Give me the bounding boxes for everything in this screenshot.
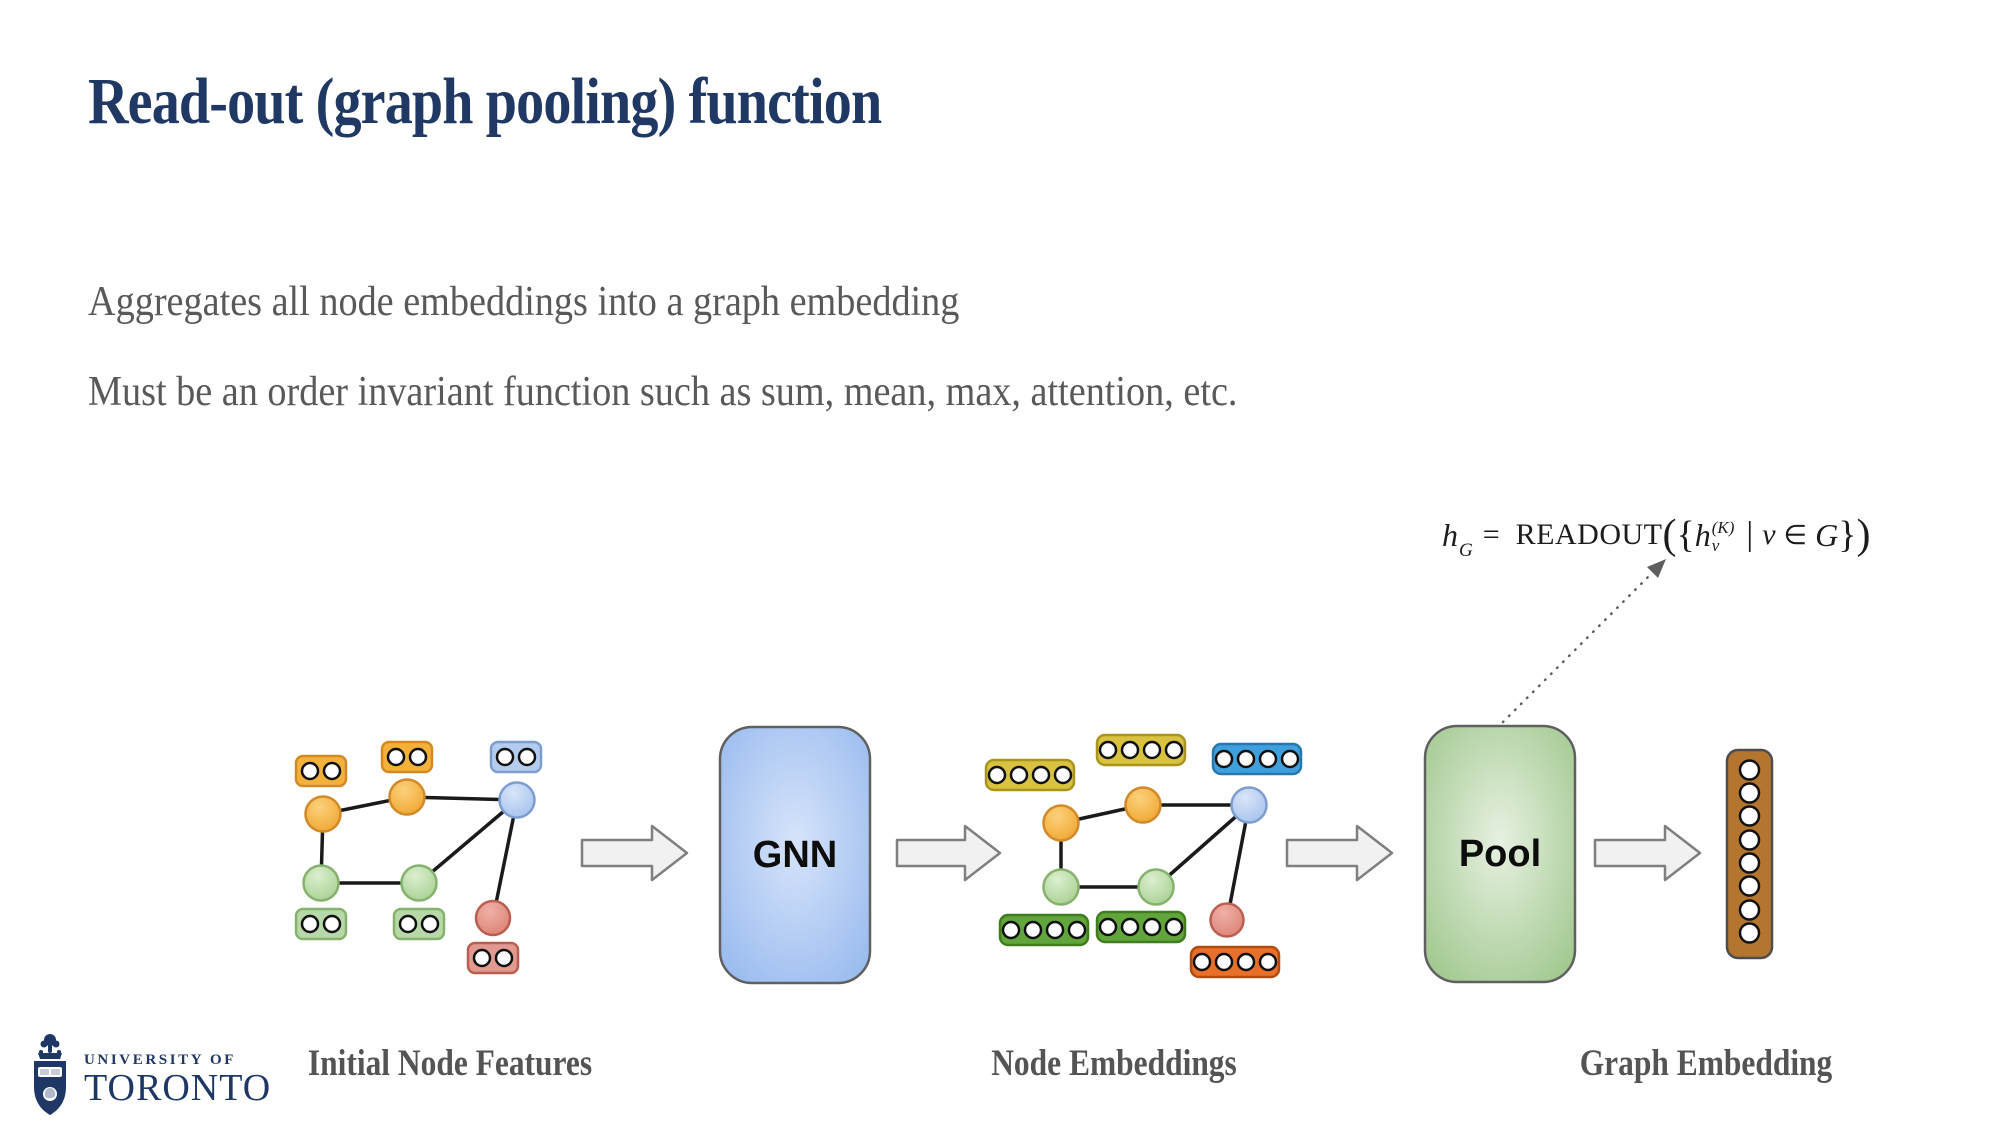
formula-open-brace: { <box>1676 514 1695 556</box>
page-title: Read-out (graph pooling) function <box>88 65 882 138</box>
embedding-box-green <box>998 913 1090 947</box>
uoft-logo: UNIVERSITY OF TORONTO <box>28 1032 271 1124</box>
uoft-crest-icon <box>34 1034 66 1115</box>
dotted-arrow-icon <box>1501 559 1666 724</box>
graph-edge <box>491 798 519 920</box>
initial-graph <box>294 740 543 975</box>
flow-arrow-icon <box>1285 824 1394 882</box>
feature-box-red <box>466 941 520 975</box>
graph-node-green <box>302 864 340 902</box>
graph-node-orange <box>1124 786 1162 824</box>
embedding-box-orange <box>1189 945 1281 979</box>
flow-arrow-icon <box>1593 824 1702 882</box>
formula-equals: = <box>1482 518 1500 551</box>
embedding-graph <box>984 733 1303 979</box>
graph-embedding-vector <box>1725 748 1774 960</box>
graph-node-green <box>1137 868 1175 906</box>
formula-open-paren: ( <box>1662 512 1677 558</box>
graph-node-green <box>1042 868 1080 906</box>
formula-h-sub: G <box>1459 540 1473 561</box>
formula-element-of: ∈ <box>1783 519 1808 550</box>
embedding-box-yellow <box>984 758 1076 792</box>
formula-hv-sup: (K) <box>1711 518 1735 538</box>
uoft-logo-line1: UNIVERSITY OF <box>84 1052 237 1068</box>
graph-edge <box>417 798 519 885</box>
feature-box-green <box>294 907 348 941</box>
flow-arrow-icon <box>580 824 689 882</box>
pool-label: Pool <box>1459 833 1541 875</box>
gnn-box: GNN <box>718 725 872 985</box>
graph-node-orange <box>304 795 342 833</box>
pool-box: Pool <box>1423 724 1577 984</box>
formula-hv-sub: v <box>1711 536 1720 555</box>
graph-node-green <box>400 864 438 902</box>
feature-box-orange <box>380 740 434 774</box>
formula-close-paren: ) <box>1856 512 1871 558</box>
graph-node-blue <box>1230 786 1268 824</box>
graph-node-red <box>474 899 512 937</box>
embedding-box-blue <box>1211 742 1303 776</box>
formula-h: h <box>1442 516 1458 553</box>
body-text-line-1: Aggregates all node embeddings into a gr… <box>88 279 960 325</box>
graph-edge <box>1154 803 1251 889</box>
caption-graph-embedding: Graph Embedding <box>1579 1043 1833 1084</box>
gnn-label: GNN <box>753 834 837 876</box>
formula-hv: h <box>1694 516 1711 553</box>
caption-initial-node-features: Initial Node Features <box>307 1043 593 1084</box>
formula-v: v <box>1762 518 1776 551</box>
graph-node-orange <box>1042 804 1080 842</box>
formula-G: G <box>1815 516 1839 553</box>
graph-edge <box>1225 803 1251 922</box>
feature-box-green <box>392 907 446 941</box>
uoft-logo-line2: TORONTO <box>84 1067 272 1109</box>
formula-close-brace: } <box>1838 514 1857 556</box>
body-text-line-2: Must be an order invariant function such… <box>88 369 1238 415</box>
feature-box-orange <box>294 754 348 788</box>
formula-hv-supsub: (K) v <box>1712 519 1735 555</box>
graph-node-blue <box>498 781 536 819</box>
flow-arrow-icon <box>895 824 1002 882</box>
graph-node-red <box>1209 902 1245 938</box>
formula-bar: | <box>1746 516 1754 553</box>
graph-node-orange <box>388 778 426 816</box>
caption-node-embeddings: Node Embeddings <box>991 1043 1237 1084</box>
embedding-box-green <box>1095 910 1187 944</box>
feature-box-blue <box>489 740 543 774</box>
formula-readout: READOUT <box>1515 518 1663 551</box>
embedding-box-yellow <box>1095 733 1187 767</box>
